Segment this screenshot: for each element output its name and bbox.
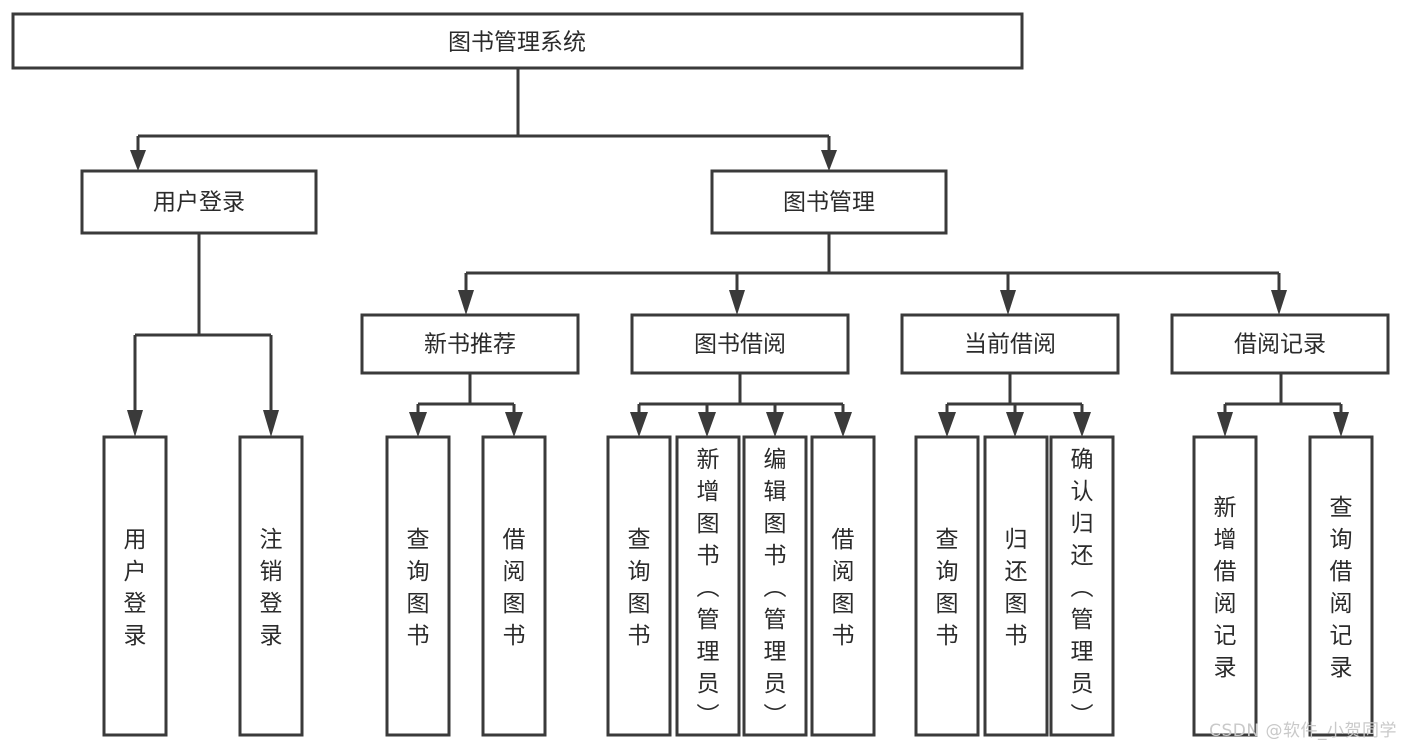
node-current-borrow[interactable]: 当前借阅 — [900, 313, 1120, 375]
node-leaf-user-login[interactable]: 用户登录 — [102, 435, 168, 737]
node-leaf-query-book-1[interactable]: 查询图书 — [385, 435, 451, 737]
node-leaf-query-book-2-box[interactable] — [606, 435, 672, 737]
arrow-to-leaf-query-book-3 — [938, 412, 956, 437]
node-leaf-query-record-box[interactable] — [1308, 435, 1374, 737]
node-current-borrow-box[interactable] — [900, 313, 1120, 375]
arrow-to-leaf-borrow-book-2 — [834, 412, 852, 437]
node-leaf-confirm-return[interactable]: 确认归还︵管理员︶ — [1049, 435, 1115, 737]
arrow-to-leaf-confirm-return — [1073, 412, 1091, 437]
arrow-to-current-borrow — [1000, 290, 1016, 315]
node-book-manage[interactable]: 图书管理 — [710, 169, 948, 235]
arrow-to-leaf-user-logout — [263, 410, 279, 437]
node-new-book-rec-label: 新书推荐 — [424, 332, 516, 358]
node-leaf-borrow-book-1[interactable]: 借阅图书 — [481, 435, 547, 737]
node-leaf-query-book-1-box[interactable] — [385, 435, 451, 737]
node-leaf-user-logout-label: 注销登录 — [260, 527, 283, 649]
connector-layer — [127, 68, 1349, 437]
arrow-to-leaf-return-book — [1006, 412, 1024, 437]
node-user-login[interactable]: 用户登录 — [80, 169, 318, 235]
node-leaf-borrow-book-2-label: 借阅图书 — [832, 527, 855, 649]
node-leaf-user-logout-box[interactable] — [238, 435, 304, 737]
arrow-to-borrow-record — [1271, 290, 1287, 315]
node-book-manage-box[interactable] — [710, 169, 948, 235]
node-leaf-confirm-return-label: 确认归还︵管理员︶ — [1071, 447, 1094, 729]
arrow-to-leaf-add-record — [1217, 412, 1233, 437]
arrow-to-leaf-add-book — [698, 412, 716, 437]
node-book-borrow-label: 图书借阅 — [694, 332, 786, 358]
leaf-layer: 用户登录 注销登录 查询图书 借阅图书 查询图书 新增图书︵管理员︶ — [102, 435, 1374, 737]
arrow-to-user-login — [130, 150, 146, 171]
node-leaf-borrow-book-2-box[interactable] — [810, 435, 876, 737]
node-leaf-borrow-book-1-box[interactable] — [481, 435, 547, 737]
arrow-to-book-borrow — [729, 290, 745, 315]
node-leaf-query-record-label: 查询借阅记录 — [1330, 495, 1353, 681]
node-leaf-query-book-2-label: 查询图书 — [628, 527, 651, 649]
node-leaf-confirm-return-box[interactable] — [1049, 435, 1115, 737]
arrow-to-leaf-user-login — [127, 410, 143, 437]
node-new-book-rec[interactable]: 新书推荐 — [360, 313, 580, 375]
node-root[interactable]: 图书管理系统 — [11, 12, 1024, 70]
arrow-to-leaf-query-record — [1333, 412, 1349, 437]
node-leaf-user-login-label: 用户登录 — [124, 527, 147, 649]
node-leaf-borrow-book-1-label: 借阅图书 — [503, 527, 526, 649]
node-leaf-add-book-label: 新增图书︵管理员︶ — [697, 447, 720, 729]
arrow-to-leaf-query-book-2 — [630, 412, 648, 437]
arrow-to-book-manage — [821, 150, 837, 171]
node-leaf-return-book-box[interactable] — [983, 435, 1049, 737]
node-borrow-record[interactable]: 借阅记录 — [1170, 313, 1390, 375]
node-leaf-borrow-book-2[interactable]: 借阅图书 — [810, 435, 876, 737]
node-borrow-record-box[interactable] — [1170, 313, 1390, 375]
node-leaf-add-record-box[interactable] — [1192, 435, 1258, 737]
node-leaf-query-book-3[interactable]: 查询图书 — [914, 435, 980, 737]
node-leaf-edit-book-box[interactable] — [742, 435, 808, 737]
arrow-to-leaf-edit-book — [766, 412, 784, 437]
node-leaf-edit-book-label: 编辑图书︵管理员︶ — [764, 447, 787, 729]
node-current-borrow-label: 当前借阅 — [964, 332, 1056, 358]
node-leaf-return-book[interactable]: 归还图书 — [983, 435, 1049, 737]
arrow-to-leaf-query-book-1 — [409, 412, 427, 437]
node-leaf-return-book-label: 归还图书 — [1005, 527, 1028, 649]
arrow-to-new-book-rec — [458, 290, 474, 315]
node-new-book-rec-box[interactable] — [360, 313, 580, 375]
node-borrow-record-label: 借阅记录 — [1234, 332, 1326, 358]
node-book-borrow-box[interactable] — [630, 313, 850, 375]
node-user-login-box[interactable] — [80, 169, 318, 235]
node-leaf-add-record-label: 新增借阅记录 — [1214, 495, 1237, 681]
node-leaf-user-logout[interactable]: 注销登录 — [238, 435, 304, 737]
csdn-watermark: CSDN @软件_小贺同学 — [1209, 721, 1397, 741]
node-leaf-user-login-box[interactable] — [102, 435, 168, 737]
node-leaf-add-record[interactable]: 新增借阅记录 — [1192, 435, 1258, 737]
node-leaf-query-book-3-box[interactable] — [914, 435, 980, 737]
node-book-manage-label: 图书管理 — [783, 190, 875, 216]
node-user-login-label: 用户登录 — [153, 190, 245, 216]
node-leaf-query-record[interactable]: 查询借阅记录 — [1308, 435, 1374, 737]
node-leaf-query-book-3-label: 查询图书 — [936, 527, 959, 649]
node-leaf-add-book-box[interactable] — [675, 435, 741, 737]
arrow-to-leaf-borrow-book-1 — [505, 412, 523, 437]
node-leaf-query-book-2[interactable]: 查询图书 — [606, 435, 672, 737]
node-root-box[interactable] — [11, 12, 1024, 70]
node-book-borrow[interactable]: 图书借阅 — [630, 313, 850, 375]
node-leaf-edit-book[interactable]: 编辑图书︵管理员︶ — [742, 435, 808, 737]
node-leaf-add-book[interactable]: 新增图书︵管理员︶ — [675, 435, 741, 737]
node-root-label: 图书管理系统 — [448, 30, 586, 56]
node-leaf-query-book-1-label: 查询图书 — [407, 527, 430, 649]
